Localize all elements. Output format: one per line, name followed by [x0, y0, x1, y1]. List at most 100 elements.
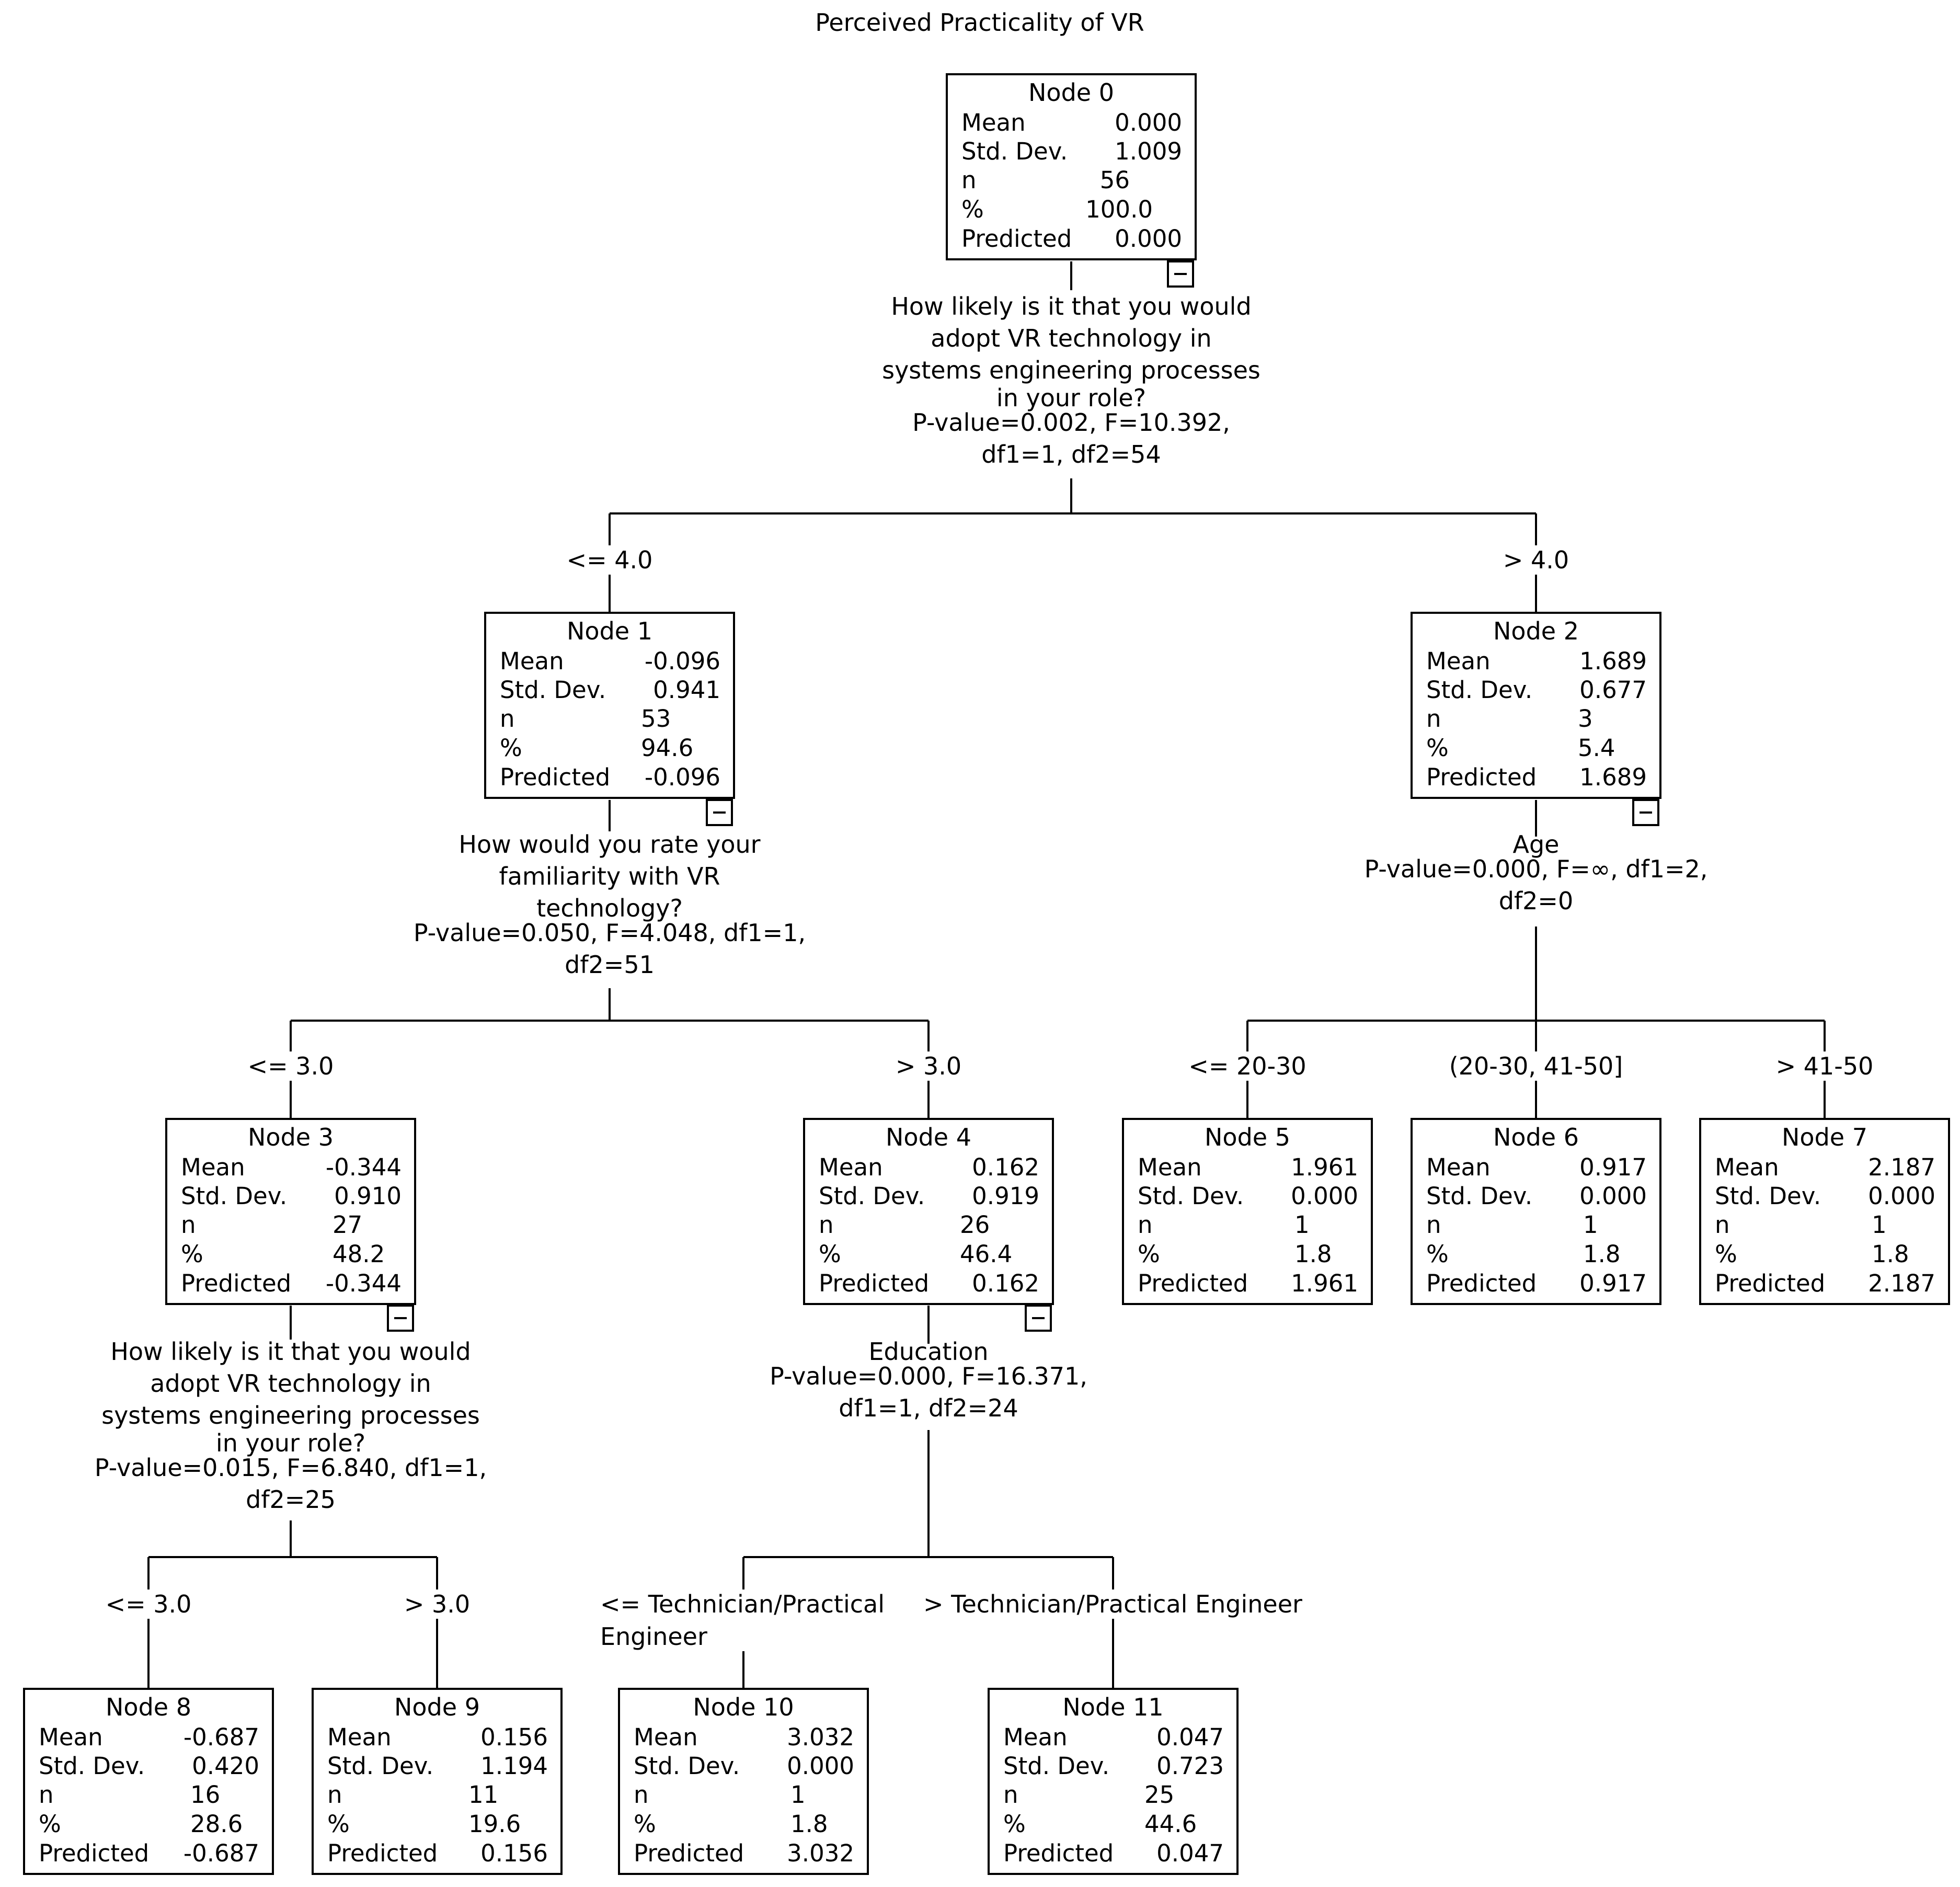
split-line: P-value=0.015, F=6.840, df1=1, — [94, 1454, 487, 1482]
split-node-1: How would you rate your familiarity with… — [374, 829, 845, 981]
value-mean: 1.689 — [1579, 647, 1647, 675]
value-mean: -0.687 — [183, 1723, 259, 1751]
value-std-dev: 0.000 — [1579, 1182, 1647, 1210]
node-title: Node 10 — [693, 1693, 794, 1721]
edge-label-node-5: <= 20-30 — [1188, 1051, 1306, 1081]
node-title: Node 11 — [1062, 1693, 1164, 1721]
connector-node1 — [290, 800, 930, 1119]
label-predicted: Predicted — [1003, 1839, 1114, 1867]
split-line: P-value=0.000, F=∞, df1=2, — [1364, 855, 1708, 883]
label-n: n — [327, 1781, 342, 1809]
split-line: df1=1, df2=54 — [981, 440, 1161, 468]
node-title: Node 8 — [106, 1693, 191, 1721]
split-line: P-value=0.000, F=16.371, — [770, 1362, 1087, 1390]
label-predicted: Predicted — [961, 225, 1072, 253]
node-title: Node 1 — [567, 617, 652, 645]
label-std-dev: Std. Dev. — [39, 1752, 145, 1780]
split-node-4: Education P-value=0.000, F=16.371, df1=1… — [693, 1336, 1164, 1424]
value-predicted: -0.344 — [325, 1270, 402, 1297]
label-predicted: Predicted — [1426, 1270, 1537, 1297]
edge-label-node-9: > 3.0 — [404, 1589, 471, 1619]
label-n: n — [634, 1781, 649, 1809]
value-std-dev: 0.941 — [653, 676, 720, 704]
label-percent: % — [961, 196, 984, 223]
label-mean: Mean — [1138, 1153, 1202, 1181]
split-line: systems engineering processes — [101, 1401, 480, 1429]
connector-node4 — [742, 1306, 1114, 1689]
connector-node0 — [609, 261, 1537, 613]
label-predicted: Predicted — [1715, 1270, 1826, 1297]
value-mean: 0.162 — [972, 1153, 1039, 1181]
edge-label-node-10-cont: Engineer — [600, 1622, 707, 1651]
value-n: 1 — [790, 1781, 806, 1809]
label-predicted: Predicted — [500, 763, 611, 791]
label-n: n — [961, 166, 977, 194]
value-percent: 1.8 — [1872, 1240, 1909, 1268]
split-line: Education — [868, 1337, 989, 1366]
label-n: n — [1426, 1211, 1441, 1239]
label-percent: % — [1426, 734, 1449, 762]
label-mean: Mean — [500, 647, 564, 675]
node-title: Node 4 — [886, 1123, 971, 1151]
label-predicted: Predicted — [327, 1839, 438, 1867]
label-n: n — [819, 1211, 834, 1239]
connector-node3 — [147, 1306, 438, 1689]
split-line: df2=0 — [1498, 887, 1574, 915]
edge-label-node-3: <= 3.0 — [247, 1051, 334, 1081]
label-percent: % — [819, 1240, 841, 1268]
value-predicted: 0.000 — [1115, 225, 1182, 253]
label-mean: Mean — [1426, 1153, 1491, 1181]
collapse-node-2-button[interactable] — [1632, 799, 1659, 826]
label-n: n — [39, 1781, 54, 1809]
value-std-dev: 0.910 — [334, 1182, 402, 1210]
label-std-dev: Std. Dev. — [1003, 1752, 1110, 1780]
collapse-node-0-button[interactable] — [1167, 260, 1194, 288]
edge-label-node-6: (20-30, 41-50] — [1449, 1051, 1623, 1081]
split-line: systems engineering processes — [882, 356, 1260, 384]
split-node-2: Age P-value=0.000, F=∞, df1=2, df2=0 — [1301, 829, 1771, 917]
label-n: n — [1715, 1211, 1730, 1239]
value-percent: 28.6 — [190, 1810, 243, 1838]
label-predicted: Predicted — [634, 1839, 744, 1867]
node-title: Node 6 — [1493, 1123, 1579, 1151]
value-predicted: -0.096 — [644, 763, 720, 791]
value-std-dev: 0.000 — [1291, 1182, 1358, 1210]
value-mean: -0.096 — [644, 647, 720, 675]
split-line: in your role? — [996, 384, 1147, 412]
label-predicted: Predicted — [1426, 763, 1537, 791]
value-std-dev: 0.000 — [787, 1752, 854, 1780]
edge-label-node-2: > 4.0 — [1503, 545, 1569, 575]
collapse-node-1-button[interactable] — [706, 799, 733, 826]
label-std-dev: Std. Dev. — [819, 1182, 925, 1210]
label-percent: % — [1426, 1240, 1449, 1268]
label-mean: Mean — [39, 1723, 103, 1751]
value-n: 3 — [1578, 705, 1593, 733]
value-mean: 0.917 — [1579, 1153, 1647, 1181]
value-percent: 94.6 — [641, 734, 694, 762]
value-std-dev: 0.000 — [1868, 1182, 1935, 1210]
collapse-node-4-button[interactable] — [1025, 1305, 1052, 1332]
value-percent: 44.6 — [1144, 1810, 1197, 1838]
collapse-node-3-button[interactable] — [387, 1305, 414, 1332]
label-mean: Mean — [1426, 647, 1491, 675]
label-percent: % — [500, 734, 522, 762]
node-title: Node 2 — [1493, 617, 1579, 645]
label-mean: Mean — [327, 1723, 392, 1751]
label-predicted: Predicted — [819, 1270, 930, 1297]
value-mean: 0.156 — [480, 1723, 548, 1751]
value-n: 25 — [1144, 1781, 1175, 1809]
split-line: in your role? — [215, 1429, 366, 1457]
value-n: 56 — [1099, 166, 1130, 194]
split-line: How would you rate your — [459, 830, 761, 859]
label-mean: Mean — [181, 1153, 245, 1181]
value-percent: 5.4 — [1578, 734, 1615, 762]
label-mean: Mean — [1715, 1153, 1779, 1181]
split-line: How likely is it that you would — [110, 1337, 471, 1366]
label-std-dev: Std. Dev. — [181, 1182, 288, 1210]
